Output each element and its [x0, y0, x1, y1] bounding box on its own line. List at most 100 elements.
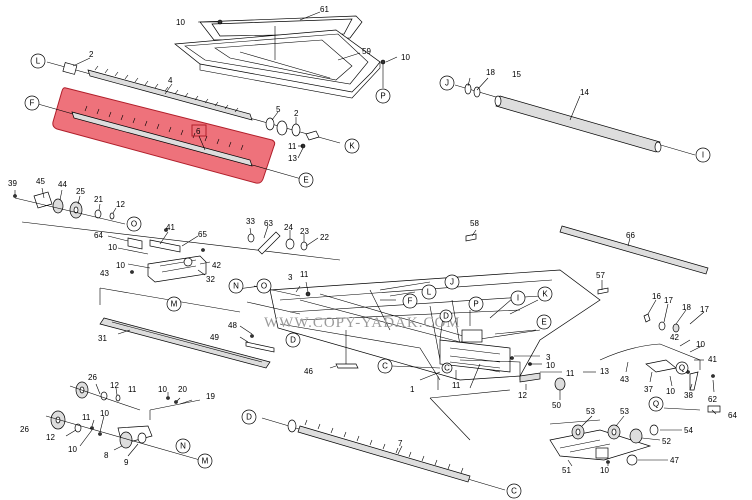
callout-n-lower: N — [175, 438, 191, 454]
part-label: 44 — [58, 180, 67, 189]
part-label: 8 — [104, 451, 109, 460]
part-label: 26 — [88, 373, 97, 382]
part-label: 1 — [410, 385, 415, 394]
svg-text:Q: Q — [679, 364, 685, 373]
part-label: 17 — [700, 305, 709, 314]
upper-auger-shaft — [46, 57, 341, 159]
part-label: 11 — [452, 381, 461, 390]
callout-n-left: N — [228, 278, 244, 294]
svg-text:N: N — [233, 282, 239, 291]
part-label: 11 — [566, 369, 575, 378]
callout-q-right: Q — [675, 361, 689, 375]
svg-text:N: N — [180, 442, 186, 451]
callout-f-upper: F — [24, 95, 40, 111]
part-label: 49 — [210, 333, 219, 342]
left-gear-cluster — [13, 187, 341, 261]
part-label: 10 — [158, 385, 167, 394]
part-label: 7 — [398, 439, 403, 448]
part-label: 10 — [176, 18, 185, 27]
part-label: 12 — [46, 433, 55, 442]
svg-text:D: D — [246, 413, 252, 422]
callout-o-left: O — [126, 216, 142, 232]
part-label: 64 — [94, 231, 103, 240]
part-label: 12 — [110, 381, 119, 390]
part-label: 10 — [600, 466, 609, 475]
part-label: 38 — [684, 391, 693, 400]
callout-k-upper: K — [344, 138, 360, 154]
part-label: 53 — [586, 407, 595, 416]
part-label: 65 — [198, 230, 207, 239]
part-label: 51 — [562, 466, 571, 475]
part-label: 37 — [644, 385, 653, 394]
part-label: 25 — [76, 187, 85, 196]
part-label: 10 — [108, 243, 117, 252]
svg-text:K: K — [542, 290, 548, 299]
part-label: 50 — [552, 401, 561, 410]
svg-text:M: M — [202, 457, 209, 466]
part-label: 66 — [626, 231, 635, 240]
callout-q-right2: Q — [648, 396, 664, 412]
part-label: 63 — [264, 219, 273, 228]
callout-e-mid: E — [536, 314, 552, 330]
top-cover-assembly — [174, 11, 398, 99]
svg-text:F: F — [30, 99, 35, 108]
highlighted-part-6[interactable] — [37, 87, 306, 184]
part-label: 10 — [100, 409, 109, 418]
part-label: 10 — [401, 53, 410, 62]
part-label: 2 — [89, 50, 94, 59]
part-label: 23 — [300, 227, 309, 236]
part-label: 15 — [512, 70, 521, 79]
svg-text:E: E — [303, 176, 308, 185]
callout-d-left: D — [285, 332, 301, 348]
callout-e-upper: E — [298, 172, 314, 188]
part-label: 11 — [288, 142, 297, 151]
part-label: 18 — [682, 303, 691, 312]
part-label: 41 — [708, 355, 717, 364]
bar-and-bracket — [465, 225, 709, 295]
part-label: 3 — [288, 273, 293, 282]
svg-text:P: P — [380, 92, 385, 101]
callout-l-mid: L — [421, 284, 437, 300]
part-label: 3 — [546, 353, 551, 362]
svg-text:D: D — [290, 336, 296, 345]
svg-text:M: M — [171, 300, 178, 309]
callout-i-upper: I — [695, 147, 711, 163]
lever-assembly — [247, 225, 319, 255]
callout-d-lower: D — [241, 409, 257, 425]
part-label: 62 — [708, 395, 717, 404]
part-label: 14 — [580, 88, 589, 97]
part-label: 31 — [98, 334, 107, 343]
svg-text:D: D — [443, 312, 449, 321]
callout-f-mid: F — [402, 293, 418, 309]
svg-text:P: P — [473, 300, 478, 309]
callout-c-lower: C — [506, 483, 522, 499]
part-label: 47 — [670, 456, 679, 465]
part-label: 54 — [684, 426, 693, 435]
part-label: 11 — [300, 270, 309, 279]
part-label: 24 — [284, 223, 293, 232]
callout-circles: L F K E J P I O M N D C O J L F P I K E … — [24, 53, 711, 499]
highlight-box[interactable] — [52, 87, 276, 184]
callout-c-mid: C — [377, 358, 393, 374]
lower-right-bracket — [549, 415, 682, 467]
callout-i-mid: I — [510, 290, 526, 306]
svg-text:J: J — [450, 278, 454, 287]
watermark: WWW.COPY-YADAK.COM — [264, 315, 461, 331]
right-side-parts — [599, 299, 721, 415]
svg-text:F: F — [408, 297, 413, 306]
callout-o-mid: O — [256, 278, 272, 294]
callout-p-upper: P — [375, 88, 391, 104]
svg-text:I: I — [702, 151, 704, 160]
part-label: 10 — [546, 361, 555, 370]
callout-m-left: M — [166, 296, 182, 312]
lower-auger-shaft — [261, 417, 506, 491]
svg-text:L: L — [36, 57, 41, 66]
part-label: 58 — [470, 219, 479, 228]
callout-k-mid: K — [537, 286, 553, 302]
part-label: 18 — [486, 68, 495, 77]
part-label: 19 — [206, 392, 215, 401]
svg-text:L: L — [427, 288, 432, 297]
svg-text:O: O — [261, 282, 267, 291]
svg-text:C: C — [511, 487, 517, 496]
